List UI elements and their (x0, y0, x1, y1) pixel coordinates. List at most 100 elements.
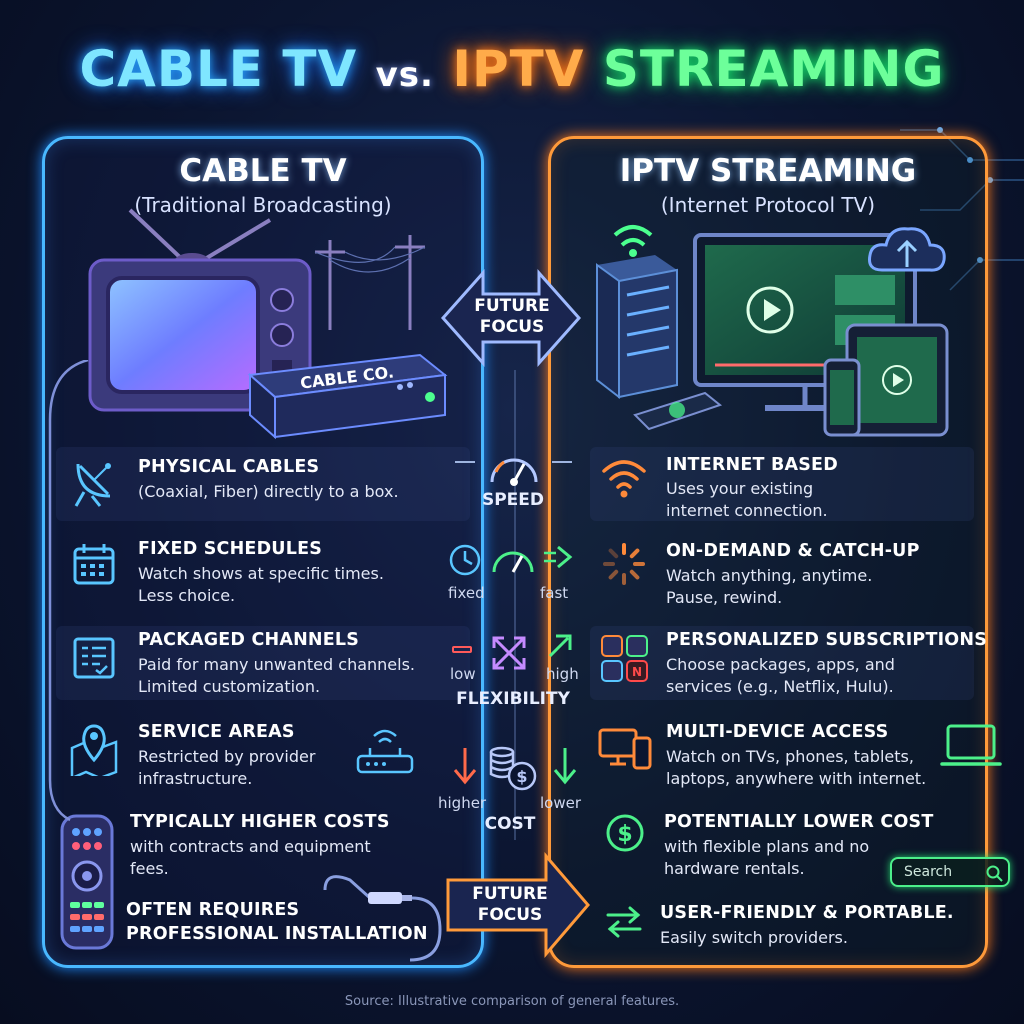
iptv-panel-title: IPTV STREAMING (619, 153, 917, 189)
utility-poles-illustration (314, 235, 426, 330)
future-focus-arrow-top (440, 269, 582, 367)
iptv-feature-4-desc-line2: laptops, anywhere with internet. (666, 769, 927, 788)
cable-feature-3-desc-line2: Limited customization. (138, 677, 321, 696)
search-input[interactable]: Search (890, 857, 1010, 887)
cable-feature-2-desc-line1: Watch shows at specific times. (138, 564, 384, 583)
cable-feature-4-desc-line2: infrastructure. (138, 769, 253, 788)
cable-row-bg-3 (56, 626, 470, 700)
iptv-feature-1-desc-line1: Uses your existing (666, 479, 814, 498)
iptv-feature-4-desc: Watch on TVs, phones, tablets, laptops, … (666, 746, 926, 790)
loading-icon (603, 543, 645, 585)
flex-low-label: low (450, 665, 476, 683)
cost-lower-label: lower (540, 794, 582, 812)
title-cable: CABLE TV (79, 40, 358, 98)
future-focus-arrow-bottom (446, 851, 590, 959)
iptv-feature-3-desc-line1: Choose packages, apps, and (666, 655, 895, 674)
calendar-icon (73, 544, 115, 585)
wifi-icon (602, 460, 646, 498)
future-focus-top-line2: FOCUS (479, 317, 545, 337)
cable-panel-title: CABLE TV (179, 153, 347, 189)
iptv-panel-subtitle: (Internet Protocol TV) (660, 193, 876, 217)
cable-feature-4-desc: Restricted by provider infrastructure. (138, 746, 315, 790)
iptv-feature-5-desc-line1: with flexible plans and no (664, 837, 870, 856)
future-focus-bottom-line1: FUTURE (472, 884, 548, 904)
title-iptv: IPTV (452, 40, 585, 98)
svg-text:N: N (632, 665, 642, 679)
title-vs: vs. (375, 55, 434, 95)
down-arrow-red-icon (453, 748, 477, 785)
cable-feature-5-desc-line2: fees. (130, 859, 169, 878)
cable-panel-subtitle: (Traditional Broadcasting) (134, 193, 392, 217)
iptv-feature-4-head: MULTI-DEVICE ACCESS (666, 722, 889, 742)
iptv-feature-5-head: POTENTIALLY LOWER COST (664, 812, 934, 832)
iptv-feature-2-desc-line2: Pause, rewind. (666, 588, 783, 607)
iptv-feature-1-head: INTERNET BASED (666, 455, 838, 475)
iptv-feature-3-desc: Choose packages, apps, and services (e.g… (666, 654, 895, 698)
up-right-arrow-icon (548, 634, 572, 658)
cable-feature-1-desc-line1: (Coaxial, Fiber) directly to a box. (138, 482, 399, 501)
iptv-row-bg-3 (590, 626, 974, 700)
channel-guide-icon (73, 637, 115, 679)
search-icon (986, 865, 1003, 882)
iptv-feature-5-desc-line2: hardware rentals. (664, 859, 805, 878)
remote-icon (60, 814, 114, 950)
speed-fast-label: fast (540, 584, 569, 602)
retro-tv-illustration (88, 208, 312, 412)
speed-dash-left (455, 461, 475, 463)
search-placeholder: Search (904, 864, 953, 880)
cost-higher-label: higher (438, 794, 487, 812)
future-focus-top-label: FUTURE FOCUS (462, 296, 562, 338)
cable-feature-5-desc-line1: with contracts and equipment (130, 837, 371, 856)
speed-fixed-label: fixed (448, 584, 485, 602)
coins-dollar-icon: $ (489, 746, 537, 791)
iptv-feature-1-desc: Uses your existing internet connection. (666, 478, 828, 522)
expand-arrows-icon (492, 636, 526, 670)
cable-feature-5-desc: with contracts and equipment fees. (130, 836, 371, 880)
fast-forward-arrow-icon (544, 545, 573, 569)
dollar-icon: $ (606, 814, 644, 852)
swap-icon (606, 906, 642, 938)
iptv-row-bg-1 (590, 447, 974, 521)
cable-connector-illustration (323, 875, 442, 962)
tv-power-cord (48, 360, 89, 822)
iptv-feature-6-desc-line1: Easily switch providers. (660, 928, 848, 947)
future-focus-bottom-line2: FOCUS (477, 905, 543, 925)
cloud-upload-icon (868, 227, 946, 272)
iptv-feature-5-desc: with flexible plans and no hardware rent… (664, 836, 869, 880)
iptv-feature-6-head: USER-FRIENDLY & PORTABLE. (660, 903, 954, 923)
flex-high-label: high (546, 665, 579, 683)
cable-feature-2-desc-line2: Less choice. (138, 586, 236, 605)
cable-feature-2-head: FIXED SCHEDULES (138, 539, 323, 559)
low-flexibility-bar (452, 646, 472, 653)
cable-feature-1-desc: (Coaxial, Fiber) directly to a box. (138, 481, 399, 503)
cost-label: COST (484, 814, 536, 834)
iptv-feature-1-desc-line2: internet connection. (666, 501, 828, 520)
cable-feature-6-desc: PROFESSIONAL INSTALLATION (126, 924, 428, 944)
main-title: CABLE TV vs. IPTV STREAMING (0, 40, 1024, 98)
cable-feature-1-head: PHYSICAL CABLES (138, 457, 320, 477)
cable-feature-3-desc: Paid for many unwanted channels. Limited… (138, 654, 415, 698)
iptv-feature-3-desc-line2: services (e.g., Netflix, Hulu). (666, 677, 894, 696)
cable-box-illustration (247, 353, 448, 440)
cable-feature-6-head: OFTEN REQUIRES (126, 900, 300, 920)
iptv-feature-3-head: PERSONALIZED SUBSCRIPTIONS (666, 630, 988, 650)
middle-divider (514, 370, 516, 840)
title-streaming: STREAMING (602, 40, 945, 98)
svg-text:$: $ (617, 822, 632, 847)
clock-icon (449, 544, 481, 576)
circuit-decoration (900, 127, 1024, 291)
gauge-icon (492, 551, 534, 573)
speed-dash-right (552, 461, 572, 463)
laptop-icon (940, 724, 1002, 766)
cable-row-bg-1 (56, 447, 470, 521)
iptv-feature-4-desc-line1: Watch on TVs, phones, tablets, (666, 747, 914, 766)
cable-feature-3-head: PACKAGED CHANNELS (138, 630, 360, 650)
devices-icon (598, 728, 652, 770)
source-note: Source: Illustrative comparison of gener… (344, 994, 680, 1009)
cable-feature-2-desc: Watch shows at specific times. Less choi… (138, 563, 384, 607)
flexibility-label: FLEXIBILITY (456, 689, 570, 709)
cable-feature-3-desc-line1: Paid for many unwanted channels. (138, 655, 415, 674)
iptv-feature-6-desc: Easily switch providers. (660, 927, 848, 949)
cable-feature-5-head: TYPICALLY HIGHER COSTS (130, 812, 390, 832)
svg-text:$: $ (516, 767, 527, 786)
